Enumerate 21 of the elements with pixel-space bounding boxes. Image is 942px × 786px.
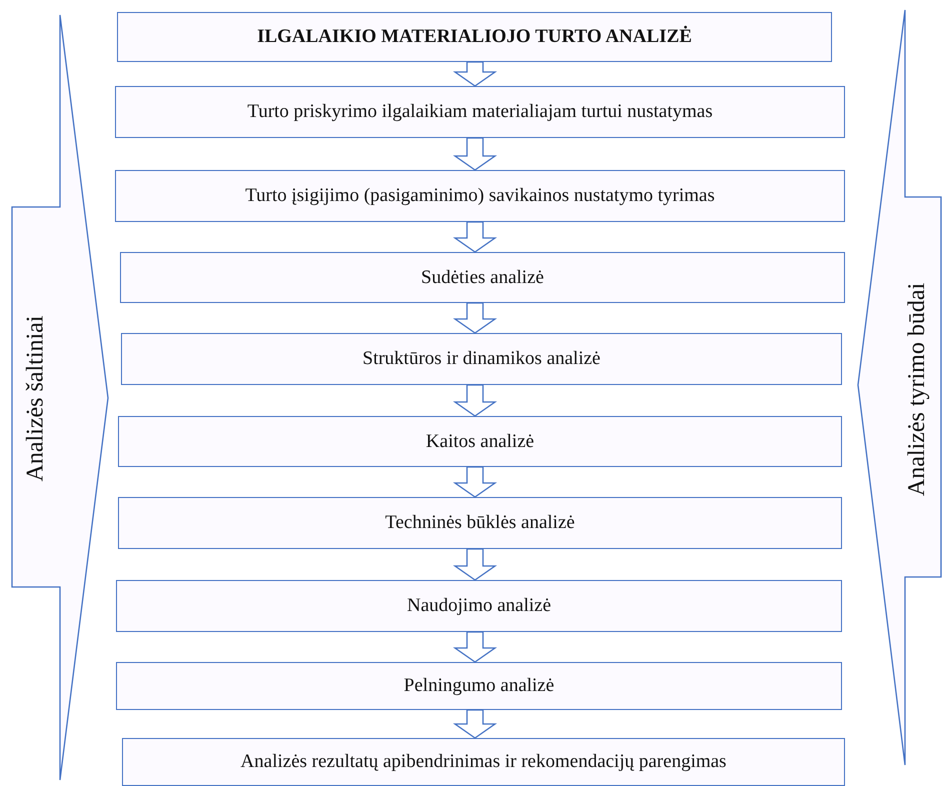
process-box: Analizės rezultatų apibendrinimas ir rekomendacijų parengimas (122, 738, 845, 786)
process-box: Turto priskyrimo ilgalaikiam materialiajam turtui nustatymas (115, 86, 845, 138)
block-arrow (452, 384, 498, 417)
block-arrow (452, 709, 498, 739)
block-arrow (452, 137, 498, 171)
process-box: Struktūros ir dinamikos analizė (121, 333, 842, 385)
block-arrow (452, 548, 498, 581)
block-arrow (452, 221, 498, 253)
process-box: Pelningumo analizė (116, 662, 842, 710)
process-box: Naudojimo analizė (116, 580, 842, 632)
process-box: Techninės būklės analizė (118, 497, 842, 549)
process-box: Kaitos analizė (118, 416, 842, 467)
block-arrow (452, 61, 498, 87)
arrow-label: Analizės tyrimo būdai (904, 282, 931, 496)
block-arrow (452, 466, 498, 498)
block-arrow (452, 631, 498, 663)
arrow-label: Analizės šaltiniai (22, 315, 50, 481)
process-box: ILGALAIKIO MATERIALIOJO TURTO ANALIZĖ (117, 12, 832, 62)
process-box: Sudėties analizė (120, 252, 845, 303)
block-arrow (452, 302, 498, 334)
process-box: Turto įsigijimo (pasigaminimo) savikainos nustatymo tyrimas (115, 170, 845, 222)
